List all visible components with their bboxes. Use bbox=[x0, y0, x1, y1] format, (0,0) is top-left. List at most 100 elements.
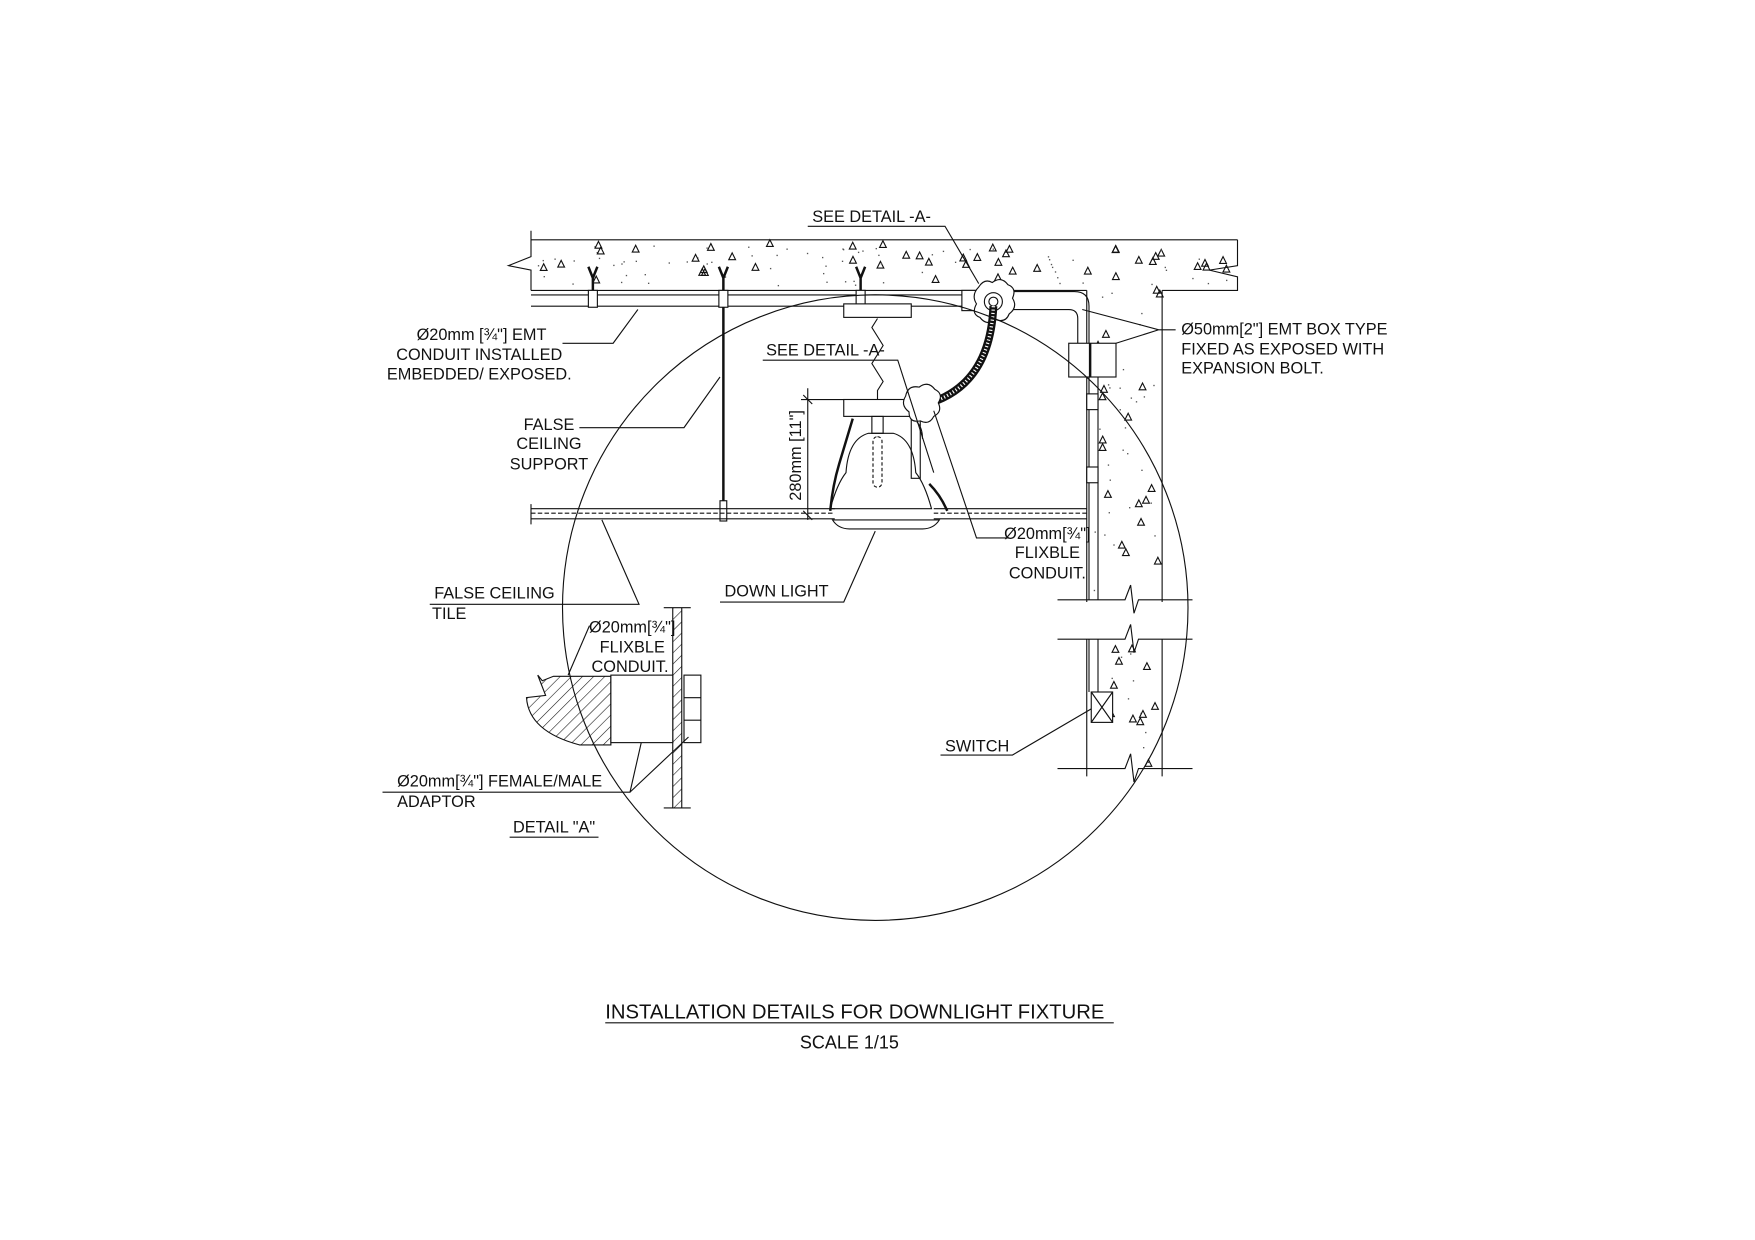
aggregate-mark bbox=[931, 274, 940, 283]
aggregate-mark bbox=[1008, 266, 1017, 275]
aggregate-mark bbox=[697, 267, 707, 276]
aggregate-mark bbox=[1083, 266, 1093, 275]
aggregate-mark bbox=[1122, 449, 1124, 451]
aggregate-mark bbox=[556, 259, 566, 268]
aggregate-mark bbox=[857, 251, 860, 254]
aggregate-mark bbox=[1134, 255, 1144, 264]
aggregate-mark bbox=[853, 280, 855, 283]
aggregate-mark bbox=[878, 254, 880, 257]
concrete-column bbox=[1057, 290, 1193, 783]
aggregate-mark bbox=[806, 252, 809, 255]
aggregate-mark bbox=[1150, 502, 1152, 504]
aggregate-mark bbox=[961, 259, 971, 268]
aggregate-mark bbox=[994, 257, 1003, 266]
aggregate-mark bbox=[621, 263, 623, 265]
concrete-aggregate bbox=[537, 238, 1231, 767]
aggregate-mark bbox=[1127, 643, 1137, 653]
aggregate-mark bbox=[931, 254, 934, 256]
aggregate-mark bbox=[1001, 248, 1011, 258]
aggregate-mark bbox=[1051, 266, 1054, 269]
aggregate-mark bbox=[854, 284, 857, 286]
aggregate-mark bbox=[826, 281, 828, 283]
aggregate-mark bbox=[1152, 285, 1162, 294]
aggregate-mark bbox=[1218, 255, 1228, 264]
aggregate-mark bbox=[777, 284, 780, 287]
aggregate-mark bbox=[1141, 469, 1143, 471]
aggregate-mark bbox=[711, 261, 713, 264]
aggregate-mark bbox=[1145, 731, 1147, 734]
flex-conduit-detail-label-2: FLIXBLE bbox=[600, 639, 665, 657]
aggregate-mark bbox=[1138, 709, 1148, 718]
aggregate-mark bbox=[1072, 259, 1074, 261]
flex-conduit-detail-label-1: Ø20mm[¾"] bbox=[589, 618, 675, 636]
aggregate-mark bbox=[880, 263, 883, 265]
aggregate-mark bbox=[1098, 391, 1107, 401]
aggregate-mark bbox=[1119, 409, 1121, 411]
aggregate-mark bbox=[631, 244, 640, 253]
aggregate-mark bbox=[573, 260, 575, 262]
aggregate-mark bbox=[1132, 680, 1135, 682]
aggregate-mark bbox=[1098, 442, 1107, 452]
emt-box-label-2: FIXED AS EXPOSED WITH bbox=[1181, 341, 1384, 359]
aggregate-mark bbox=[821, 256, 824, 259]
aggregate-mark bbox=[1107, 384, 1110, 386]
junction-box bbox=[961, 279, 1016, 324]
leader-lines bbox=[382, 225, 1176, 1024]
aggregate-mark bbox=[1198, 258, 1200, 260]
aggregate-mark bbox=[706, 242, 716, 251]
aggregate-mark bbox=[751, 255, 753, 257]
aggregate-mark bbox=[1150, 701, 1160, 710]
aggregate-mark bbox=[969, 248, 971, 251]
aggregate-mark bbox=[686, 261, 688, 263]
adaptor-label-2: ADAPTOR bbox=[397, 793, 476, 811]
aggregate-mark bbox=[848, 241, 858, 250]
false-ceiling-support-label-1: FALSE bbox=[524, 416, 575, 434]
aggregate-mark bbox=[942, 250, 945, 253]
aggregate-mark bbox=[1136, 517, 1146, 526]
aggregate-mark bbox=[1108, 512, 1110, 514]
aggregate-mark bbox=[901, 250, 911, 259]
aggregate-mark bbox=[878, 239, 888, 249]
aggregate-mark bbox=[1135, 401, 1138, 403]
aggregate-mark bbox=[1111, 292, 1113, 294]
aggregate-mark bbox=[1192, 277, 1194, 280]
emt-box-label-3: EXPANSION BOLT. bbox=[1181, 360, 1323, 378]
aggregate-mark bbox=[1082, 282, 1084, 284]
aggregate-mark bbox=[988, 242, 998, 252]
aggregate-mark bbox=[644, 274, 646, 276]
aggregate-mark bbox=[1032, 263, 1042, 272]
emt-box bbox=[1068, 342, 1117, 378]
aggregate-mark bbox=[623, 261, 625, 263]
aggregate-mark bbox=[958, 252, 968, 262]
aggregate-mark bbox=[1109, 680, 1119, 689]
aggregate-mark bbox=[1143, 746, 1145, 749]
aggregate-mark bbox=[1117, 540, 1127, 549]
aggregate-mark bbox=[1099, 428, 1101, 430]
false-ceiling-tile bbox=[530, 504, 1087, 525]
aggregate-mark bbox=[1104, 534, 1106, 536]
aggregate-mark bbox=[1202, 262, 1211, 271]
aggregate-mark bbox=[1107, 464, 1110, 466]
aggregate-mark bbox=[1057, 277, 1059, 279]
false-ceiling-support-rod bbox=[719, 307, 728, 522]
aggregate-mark bbox=[1141, 312, 1143, 315]
aggregate-mark bbox=[1151, 283, 1153, 286]
aggregate-mark bbox=[1038, 269, 1040, 271]
aggregate-mark bbox=[841, 260, 844, 263]
aggregate-mark bbox=[1148, 256, 1158, 266]
dimension-label: 280mm [11"] bbox=[787, 410, 805, 501]
drawing-scale: SCALE 1/15 bbox=[800, 1033, 899, 1053]
aggregate-mark bbox=[1154, 535, 1156, 537]
aggregate-mark bbox=[1160, 249, 1162, 251]
aggregate-mark bbox=[882, 282, 885, 284]
aggregate-mark bbox=[875, 247, 877, 250]
aggregate-mark bbox=[668, 262, 670, 264]
false-ceiling-tile-label-2: TILE bbox=[432, 605, 467, 623]
aggregate-mark bbox=[1165, 269, 1168, 271]
emt-box-label-1: Ø50mm[2"] EMT BOX TYPE bbox=[1181, 320, 1387, 338]
aggregate-mark bbox=[598, 257, 601, 260]
emt-conduit-label-2: CONDUIT INSTALLED bbox=[396, 346, 562, 364]
dimension-280mm bbox=[801, 388, 844, 521]
aggregate-mark bbox=[1193, 261, 1202, 271]
